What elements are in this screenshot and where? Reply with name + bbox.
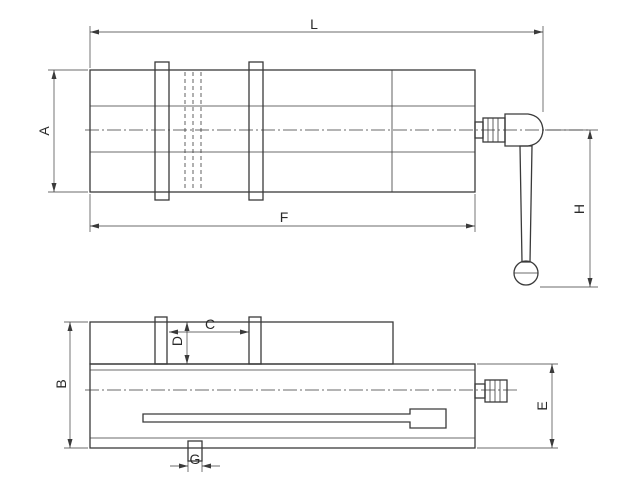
dim-label-B: B (53, 379, 69, 388)
dim-label-E: E (534, 401, 550, 410)
dim-F-arrow-left (90, 223, 99, 229)
dim-label-H: H (571, 204, 587, 214)
dim-G-arrow-right (202, 463, 211, 469)
dimension-C: C (169, 316, 249, 335)
dim-label-D: D (169, 336, 185, 346)
dim-B-arrow-bottom (67, 439, 73, 448)
dim-A-arrow-bottom (51, 183, 57, 192)
dim-L-arrow-left (90, 29, 99, 35)
side-view-fixed-jaw (154, 316, 168, 365)
dim-label-C: C (205, 316, 215, 332)
dim-F-arrow-right (466, 223, 475, 229)
top-view-handle-shaft (519, 145, 533, 263)
dim-E-arrow-bottom (549, 439, 555, 448)
side-view-slot (142, 408, 447, 429)
dim-L-arrow-right (534, 29, 543, 35)
dim-label-L: L (310, 16, 318, 32)
dim-H-arrow-top (587, 130, 593, 139)
dim-label-G: G (190, 451, 201, 467)
dim-D-arrow-top (184, 322, 190, 331)
dimension-H: H (540, 129, 598, 288)
top-view-body-outline (89, 69, 476, 193)
dim-label-A: A (36, 126, 52, 136)
dim-label-F: F (280, 209, 289, 225)
top-view-movable-jaw (248, 61, 264, 201)
side-view-base-key (187, 440, 203, 462)
side-view-jaw-block (89, 321, 394, 365)
dim-E-arrow-top (549, 364, 555, 373)
side-view-movable-jaw (248, 316, 262, 365)
dim-G-arrow-left (179, 463, 188, 469)
dimension-F: F (89, 194, 476, 232)
dimension-A: A (36, 69, 88, 193)
dim-C-arrow-left (169, 329, 178, 335)
dimension-L: L (89, 16, 544, 112)
dimension-D: D (167, 321, 195, 364)
dim-A-arrow-top (51, 70, 57, 79)
dimension-B: B (53, 321, 88, 449)
dimension-G: G (170, 451, 220, 472)
side-view-spindle-nut (484, 379, 508, 403)
dim-B-arrow-top (67, 322, 73, 331)
top-view (85, 61, 590, 286)
top-view-fixed-jaw (154, 61, 170, 201)
side-view (85, 316, 520, 462)
side-view-spindle-collar (474, 383, 486, 399)
dim-H-arrow-bottom (587, 278, 593, 287)
side-view-base (89, 363, 476, 449)
dim-C-arrow-right (240, 329, 249, 335)
dim-D-arrow-bottom (184, 355, 190, 364)
dimension-E: E (477, 363, 558, 449)
